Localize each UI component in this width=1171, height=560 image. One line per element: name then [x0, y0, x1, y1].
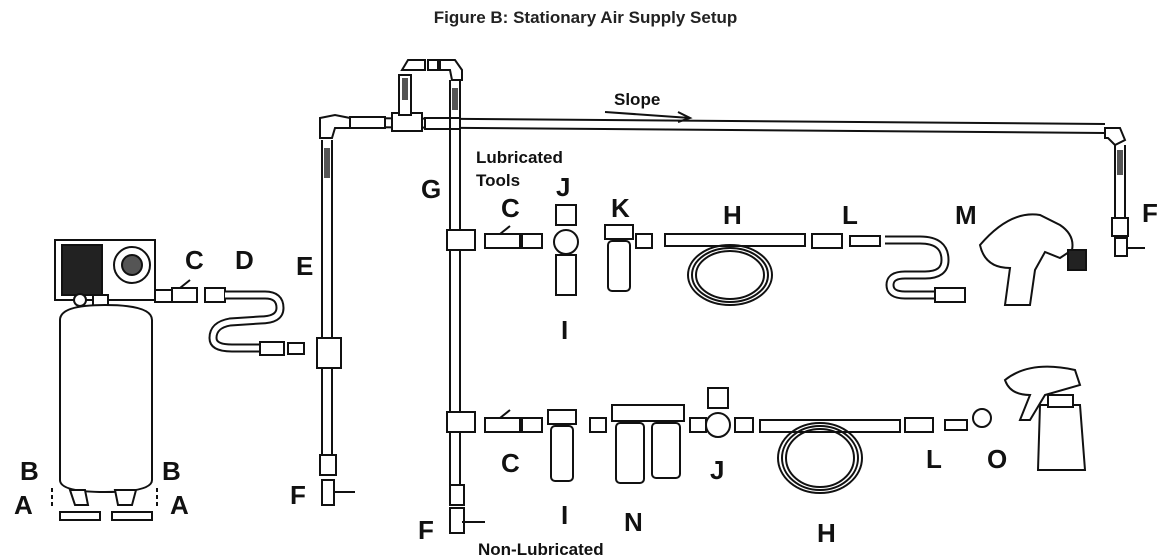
non-lubricated-label: Non-Lubricated: [478, 540, 604, 559]
label-j-lower: J: [710, 455, 725, 485]
regulator-lower-icon: [705, 387, 754, 438]
label-n: N: [624, 507, 643, 537]
label-i-lower: I: [561, 500, 569, 530]
upper-branch: [446, 225, 543, 251]
label-f-left: F: [290, 480, 306, 510]
leader-hose-tool: [885, 235, 966, 303]
label-f-bottom: F: [418, 515, 434, 545]
label-a-right: A: [170, 490, 189, 520]
slope-label: Slope: [614, 90, 661, 109]
lubricator-icon: [604, 224, 653, 292]
label-e: E: [296, 251, 314, 281]
label-h-upper: H: [723, 200, 742, 230]
ball-valve-icon: [171, 279, 226, 303]
label-k: K: [611, 193, 630, 223]
label-h-lower: H: [817, 518, 836, 548]
label-c-lower: C: [501, 448, 520, 478]
impact-wrench-icon: [978, 213, 1087, 306]
slope-arrow: [604, 111, 693, 123]
filter-icon: [547, 409, 607, 482]
spray-gun-icon: [1003, 365, 1087, 471]
frl-unit-icon: [611, 404, 707, 484]
regulator-icon: [553, 204, 579, 296]
label-j-upper: J: [556, 172, 571, 202]
label-a-left: A: [14, 490, 33, 520]
coiled-hose-lower-icon: [759, 408, 992, 494]
label-c-upper: C: [501, 193, 520, 223]
air-compressor-icon: [51, 239, 176, 521]
label-b-left: B: [20, 456, 39, 486]
label-l-lower: L: [926, 444, 942, 474]
label-f-right: F: [1142, 198, 1158, 228]
label-o: O: [987, 444, 1008, 474]
label-g: G: [421, 174, 442, 204]
lower-branch: [446, 409, 543, 433]
label-d: D: [235, 245, 254, 275]
figure-title: Figure B: Stationary Air Supply Setup: [433, 8, 738, 27]
drain-valve-icon: [319, 217, 1145, 534]
lubricated-label: Lubricated Tools: [476, 148, 563, 190]
label-m: M: [955, 200, 977, 230]
label-i-upper: I: [561, 315, 569, 345]
leader-hose: [208, 290, 305, 356]
coiled-hose-icon: [664, 233, 881, 306]
label-l-upper: L: [842, 200, 858, 230]
label-b-right: B: [162, 456, 181, 486]
label-c-compressor: C: [185, 245, 204, 275]
